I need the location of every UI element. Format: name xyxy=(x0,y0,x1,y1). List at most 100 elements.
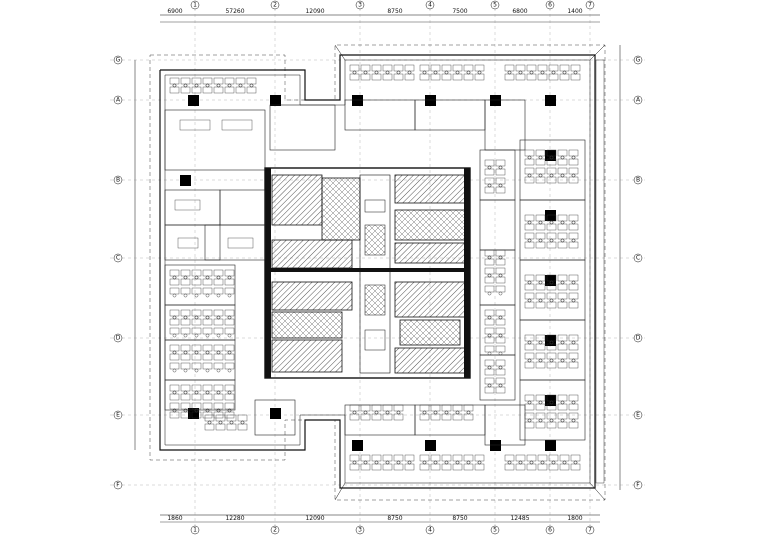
bottom-dimension-line xyxy=(160,514,600,523)
desk xyxy=(535,412,546,420)
desk xyxy=(535,352,546,360)
desk xyxy=(404,73,415,81)
chair xyxy=(218,420,223,425)
desk xyxy=(535,274,546,282)
desk xyxy=(371,463,382,471)
conference-table xyxy=(174,199,201,211)
desk xyxy=(202,269,213,277)
chair xyxy=(571,280,576,285)
desk xyxy=(484,345,495,353)
chair xyxy=(527,155,532,160)
desk xyxy=(180,309,191,317)
desk xyxy=(371,454,382,462)
desk xyxy=(570,64,581,72)
chair xyxy=(549,220,554,225)
desk xyxy=(224,384,235,392)
desk xyxy=(419,73,430,81)
chair xyxy=(549,173,554,178)
desk xyxy=(404,463,415,471)
desk xyxy=(568,223,579,231)
room-partition xyxy=(479,354,516,401)
desk xyxy=(202,327,213,335)
chair xyxy=(194,390,199,395)
desk xyxy=(474,64,485,72)
chair xyxy=(527,173,532,178)
chair xyxy=(538,220,543,225)
desk xyxy=(393,64,404,72)
desk xyxy=(202,362,213,370)
desk xyxy=(213,362,224,370)
chair xyxy=(455,410,460,415)
chair xyxy=(571,418,576,423)
desk xyxy=(535,223,546,231)
chair xyxy=(455,460,460,465)
desk xyxy=(535,343,546,351)
desk xyxy=(568,394,579,402)
desk xyxy=(452,73,463,81)
desk xyxy=(441,454,452,462)
chair xyxy=(571,298,576,303)
desk xyxy=(213,327,224,335)
grid-row-label: A xyxy=(116,97,121,104)
chair xyxy=(562,460,567,465)
chair xyxy=(374,460,379,465)
desk xyxy=(382,463,393,471)
desk xyxy=(484,258,495,266)
chair xyxy=(352,70,357,75)
chair xyxy=(529,70,534,75)
chair xyxy=(487,351,492,356)
chair xyxy=(527,400,532,405)
desk xyxy=(226,423,237,431)
chair xyxy=(529,460,534,465)
chair xyxy=(538,358,543,363)
chair xyxy=(487,365,492,370)
desk xyxy=(484,168,495,176)
top-dimension-text: 6800 xyxy=(512,8,527,15)
room-partition xyxy=(269,104,336,151)
desk xyxy=(452,404,463,412)
desk xyxy=(202,287,213,295)
desk xyxy=(484,377,495,385)
desk xyxy=(404,454,415,462)
desk xyxy=(504,73,515,81)
desk xyxy=(546,167,557,175)
desk xyxy=(224,77,235,85)
desk xyxy=(557,241,568,249)
desk xyxy=(430,463,441,471)
desk xyxy=(224,353,235,361)
chair xyxy=(374,410,379,415)
desk xyxy=(484,318,495,326)
desk xyxy=(224,287,235,295)
grid-row-label: C xyxy=(636,255,640,262)
grid-column-label: 2 xyxy=(273,527,277,534)
chair xyxy=(527,418,532,423)
room-partition xyxy=(479,199,516,251)
room-partition xyxy=(164,224,221,261)
desk xyxy=(537,463,548,471)
desk xyxy=(557,361,568,369)
desk xyxy=(191,269,202,277)
desk xyxy=(495,177,506,185)
desk xyxy=(180,327,191,335)
desk xyxy=(246,86,257,94)
chair xyxy=(487,183,492,188)
desk xyxy=(246,77,257,85)
desk xyxy=(495,285,506,293)
chair xyxy=(227,293,232,298)
desk xyxy=(484,267,495,275)
desk xyxy=(169,278,180,286)
desk xyxy=(568,343,579,351)
desk xyxy=(484,159,495,167)
desk xyxy=(452,64,463,72)
chair xyxy=(229,420,234,425)
top-dimension-text: 12090 xyxy=(305,8,324,15)
desk xyxy=(495,186,506,194)
chair xyxy=(571,358,576,363)
desk xyxy=(504,454,515,462)
desk xyxy=(441,463,452,471)
desk xyxy=(568,361,579,369)
desk xyxy=(568,403,579,411)
desk xyxy=(548,463,559,471)
chair xyxy=(227,350,232,355)
chair xyxy=(433,410,438,415)
